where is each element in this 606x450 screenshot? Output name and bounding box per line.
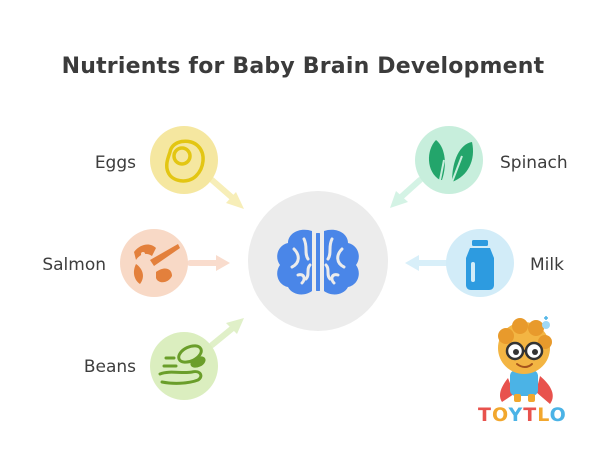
arrow-milk <box>405 255 449 271</box>
eggs-circle <box>150 126 218 194</box>
label-milk: Milk <box>530 255 564 275</box>
spinach-icon <box>428 140 474 183</box>
beans-icon <box>158 344 206 385</box>
page-title: Nutrients for Baby Brain Development <box>61 54 545 79</box>
mascot-icon <box>498 316 553 404</box>
milk-icon <box>466 240 494 290</box>
label-spinach: Spinach <box>500 153 568 173</box>
brain-icon <box>277 229 359 295</box>
label-eggs: Eggs <box>94 153 136 173</box>
label-beans: Beans <box>83 357 136 377</box>
egg-icon <box>165 139 205 183</box>
arrow-eggs <box>209 177 244 209</box>
label-salmon: Salmon <box>42 255 106 275</box>
beans-circle <box>150 332 218 400</box>
arrow-beans <box>209 318 244 348</box>
brand-text: TOYTLO <box>478 404 567 426</box>
arrow-salmon <box>187 255 230 271</box>
salmon-icon <box>133 244 180 284</box>
arrow-spinach <box>390 177 423 208</box>
brand-logo: TOYTLO <box>478 404 567 426</box>
spinach-circle <box>415 126 483 194</box>
